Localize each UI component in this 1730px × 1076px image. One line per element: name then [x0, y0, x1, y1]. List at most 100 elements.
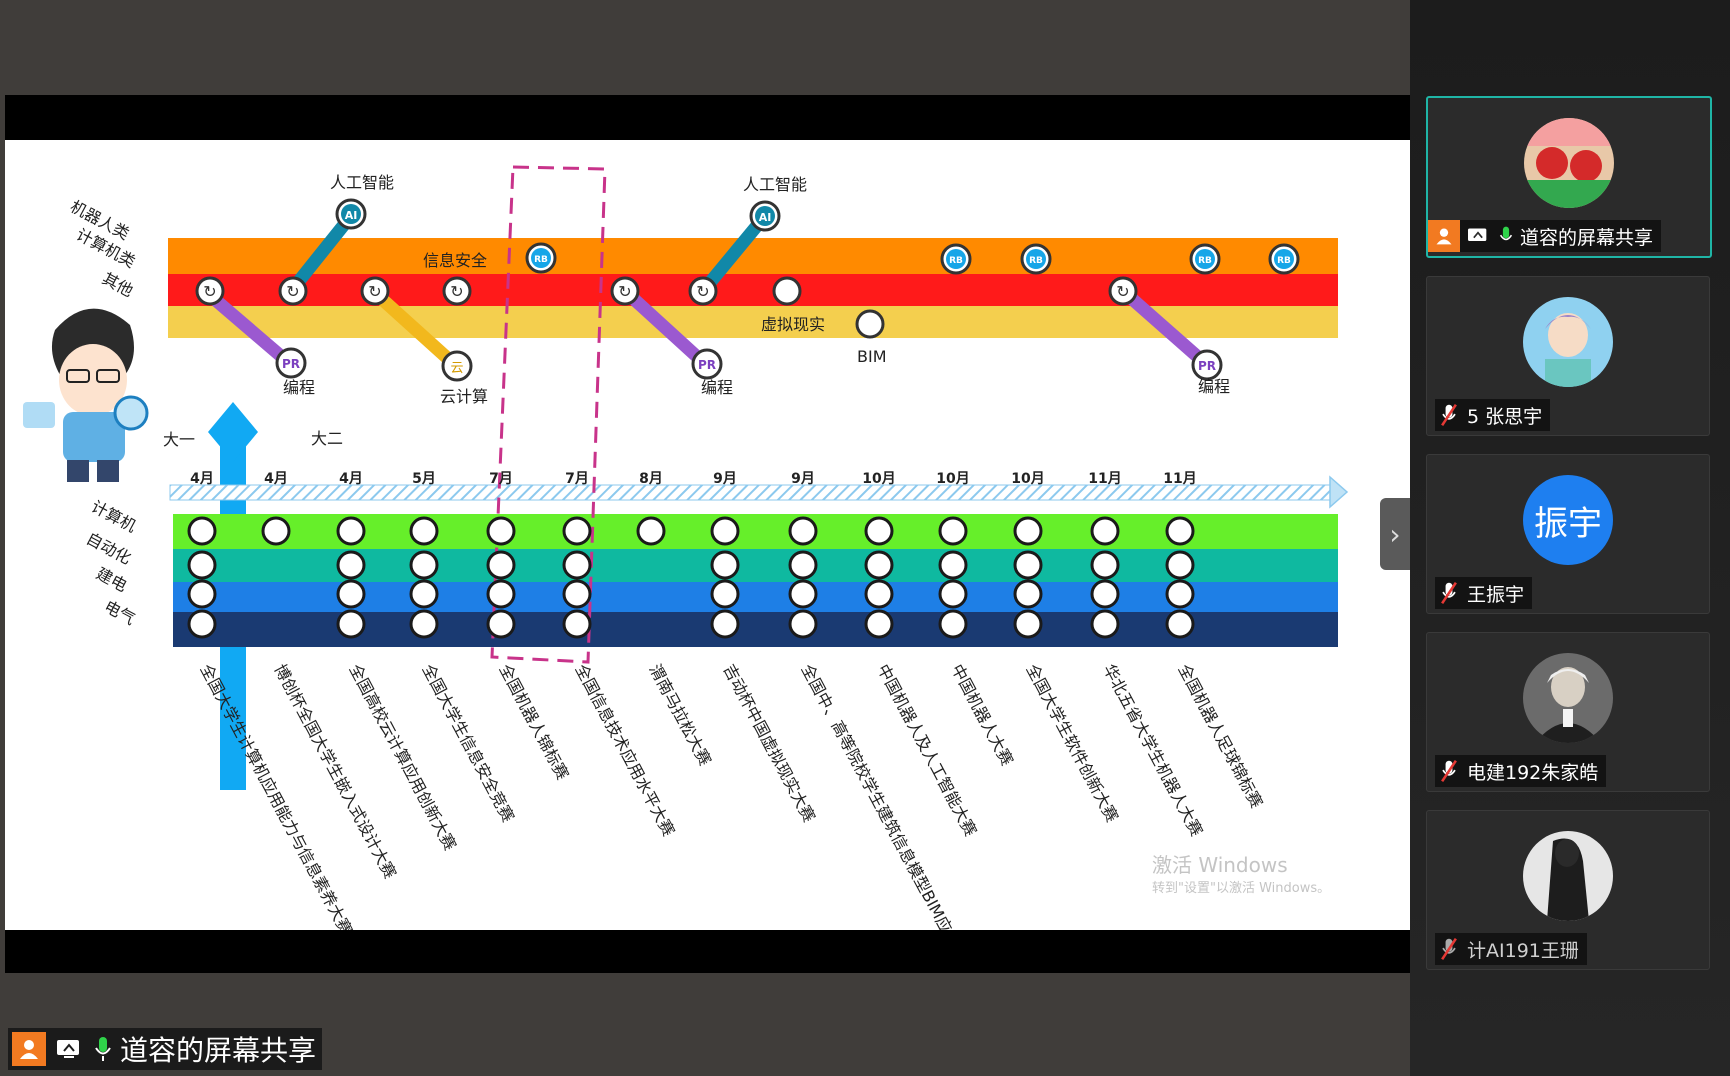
screen-share-icon — [52, 1032, 86, 1066]
competition-label: 中国机器人大赛 — [947, 661, 1016, 769]
nameplate: 电建192朱家皓 — [1435, 755, 1607, 787]
competition-node — [1090, 579, 1120, 609]
competition-node — [788, 609, 818, 639]
timeline-bar — [169, 484, 1334, 501]
competition-node — [1165, 550, 1195, 580]
competition-label: 全国机器人足球锦标赛 — [1174, 661, 1266, 811]
svg-text:↻: ↻ — [368, 282, 381, 301]
participant-tile[interactable]: 计AI191王珊 — [1426, 810, 1710, 970]
svg-text:RB: RB — [949, 256, 963, 266]
participant-name: 道容的屏幕共享 — [1520, 226, 1654, 249]
letterbox-bottom — [5, 930, 1410, 973]
competition-label: 吉动杯中国虚拟现实大赛 — [719, 661, 818, 825]
link-ai-2 — [697, 211, 771, 296]
link-programming-1 — [200, 286, 294, 368]
avatar — [1523, 831, 1613, 921]
svg-text:↻: ↻ — [618, 282, 631, 301]
month-label: 7月 — [565, 471, 589, 487]
station-node: ↻ — [360, 276, 390, 306]
competition-node — [187, 550, 217, 580]
highlight-box — [490, 165, 607, 664]
competition-node — [336, 579, 366, 609]
competition-node — [409, 550, 439, 580]
letterbox-top — [5, 95, 1410, 140]
muted-microphone-icon — [1435, 399, 1463, 431]
competition-node — [864, 550, 894, 580]
month-label: 11月 — [1088, 471, 1121, 487]
month-label: 5月 — [412, 471, 436, 487]
participant-name: 5 张思宇 — [1467, 405, 1543, 428]
svg-text:RB: RB — [534, 255, 548, 265]
month-label: 11月 — [1163, 471, 1196, 487]
link-ai-1 — [285, 211, 357, 296]
screen-share-bar: 道容的屏幕共享 — [8, 1028, 322, 1070]
major-nodes — [187, 516, 1195, 639]
avatar — [1523, 297, 1613, 387]
shared-screen-area: ↻ ↻ ↻ ↻ ↻ ↻ ↻ AI AI PR PR PR 云 RB RB RB … — [0, 0, 1410, 1076]
station-node: ↻ — [442, 276, 472, 306]
label-bim: BIM — [857, 347, 887, 366]
competition-node — [562, 516, 592, 546]
svg-text:PR: PR — [1198, 359, 1216, 373]
competition-node — [636, 516, 666, 546]
mascot-illustration — [23, 308, 149, 482]
participant-tile[interactable]: 电建192朱家皓 — [1426, 632, 1710, 792]
major-label: 自动化 — [83, 529, 134, 568]
bim-node — [855, 309, 885, 339]
month-label: 8月 — [639, 471, 663, 487]
competition-node — [788, 550, 818, 580]
competition-node — [409, 579, 439, 609]
svg-text:RB: RB — [1198, 256, 1212, 266]
robot-badge: RB — [1268, 243, 1300, 275]
label-ai-2: 人工智能 — [743, 175, 807, 194]
competition-node — [486, 516, 516, 546]
ai-badge: AI — [335, 198, 367, 230]
major-label: 建电 — [93, 564, 130, 596]
month-label: 9月 — [713, 471, 737, 487]
muted-microphone-icon — [1435, 577, 1463, 609]
competition-node — [1013, 516, 1043, 546]
competition-node — [864, 516, 894, 546]
participant-tile[interactable]: 5 张思宇 — [1426, 276, 1710, 436]
participant-tile[interactable]: 振宇 王振宇 — [1426, 454, 1710, 614]
presentation-slide: ↻ ↻ ↻ ↻ ↻ ↻ ↻ AI AI PR PR PR 云 RB RB RB … — [5, 140, 1410, 930]
nameplate: 5 张思宇 — [1435, 399, 1551, 431]
competition-node — [261, 516, 291, 546]
muted-microphone-icon — [1435, 755, 1463, 787]
cloud-badge: 云 — [441, 350, 473, 382]
participant-tile[interactable]: 道容的屏幕共享 — [1426, 96, 1712, 258]
competition-node — [1013, 550, 1043, 580]
competition-node — [1165, 579, 1195, 609]
competition-node — [409, 609, 439, 639]
screen-share-icon — [1464, 220, 1492, 252]
label-security: 信息安全 — [423, 251, 487, 270]
svg-text:RB: RB — [1277, 256, 1291, 266]
collapse-panel-button[interactable]: › — [1380, 498, 1410, 570]
month-label: 9月 — [791, 471, 815, 487]
muted-microphone-icon — [1435, 933, 1463, 965]
competition-labels: 全国大学生计算机应用能力与信息素养大赛博创杯全国大学生嵌入式设计大赛全国高校云计… — [196, 661, 1266, 930]
chevron-right-icon: › — [1389, 517, 1401, 551]
activation-watermark-subtitle: 转到"设置"以激活 Windows。 — [1152, 881, 1330, 896]
competition-node — [710, 609, 740, 639]
robot-badge: RB — [1020, 243, 1052, 275]
band-construction-electric — [173, 582, 1338, 612]
band-computer — [173, 514, 1338, 549]
label-programming-1: 编程 — [283, 378, 315, 397]
station-node — [772, 276, 802, 306]
programming-badge: PR — [691, 348, 723, 380]
competition-node — [336, 550, 366, 580]
competition-node — [938, 609, 968, 639]
participants-panel: 道容的屏幕共享 5 张思宇 振宇 王振宇 电建1 — [1410, 0, 1730, 1076]
station-node: ↻ — [278, 276, 308, 306]
month-label: 4月 — [190, 471, 214, 487]
competition-label: 渭南马拉松大赛 — [645, 661, 714, 769]
competition-node — [187, 516, 217, 546]
programming-badge: PR — [1191, 349, 1223, 381]
competition-node — [938, 516, 968, 546]
avatar — [1524, 118, 1614, 208]
participant-name: 计AI191王珊 — [1467, 939, 1579, 962]
share-title: 道容的屏幕共享 — [120, 1034, 317, 1067]
svg-text:↻: ↻ — [450, 282, 463, 301]
